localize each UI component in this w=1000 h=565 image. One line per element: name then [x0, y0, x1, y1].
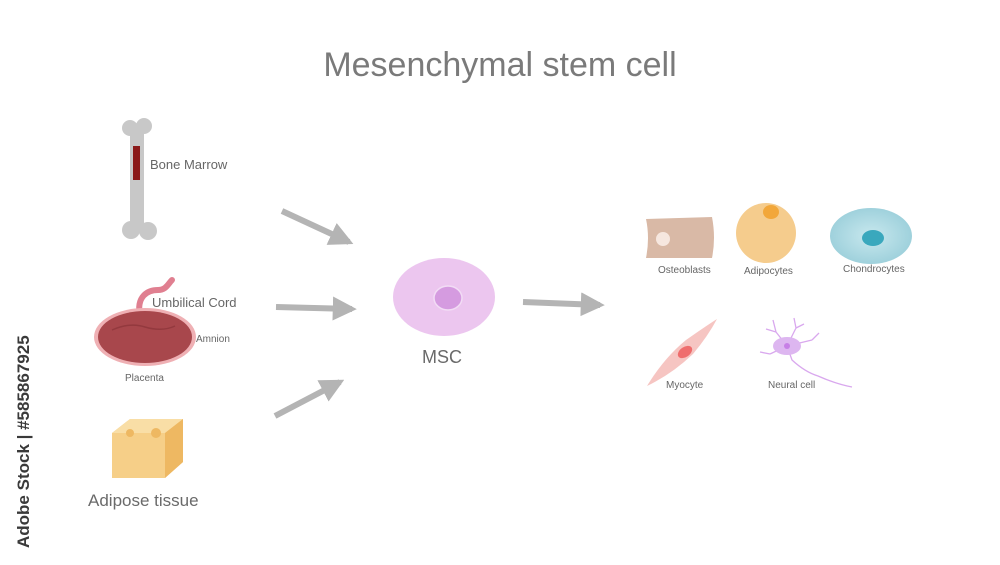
- msc-cell-icon: [393, 258, 495, 336]
- label-osteoblasts: Osteoblasts: [658, 265, 711, 276]
- myocyte-icon: [647, 319, 717, 386]
- label-bone-marrow: Bone Marrow: [150, 157, 228, 172]
- label-placenta: Placenta: [125, 373, 164, 384]
- placenta-icon: [94, 277, 196, 366]
- label-chondrocytes: Chondrocytes: [843, 264, 905, 275]
- label-neural-cell: Neural cell: [768, 380, 816, 391]
- arrow-cord-to-msc: [275, 296, 357, 321]
- label-adipocytes: Adipocytes: [744, 266, 793, 277]
- adipose-cube-icon: [112, 419, 183, 478]
- arrow-adipose-to-msc: [273, 379, 345, 419]
- stock-id-text: Adobe Stock | #585867925: [14, 335, 33, 548]
- label-msc: MSC: [422, 347, 462, 367]
- adipocyte-icon: [736, 203, 796, 263]
- label-myocyte: Myocyte: [666, 380, 704, 391]
- arrow-msc-to-cells: [522, 292, 605, 317]
- chondrocyte-icon: [830, 208, 912, 264]
- label-amnion: Amnion: [196, 334, 230, 345]
- osteoblast-icon: [646, 217, 714, 258]
- diagram-title: Mesenchymal stem cell: [323, 46, 677, 84]
- neural-cell-icon: [759, 317, 853, 388]
- arrow-bone-to-msc: [280, 208, 354, 245]
- label-adipose-tissue: Adipose tissue: [88, 491, 199, 510]
- bone-icon: [122, 118, 157, 240]
- label-umbilical-cord: Umbilical Cord: [152, 295, 237, 310]
